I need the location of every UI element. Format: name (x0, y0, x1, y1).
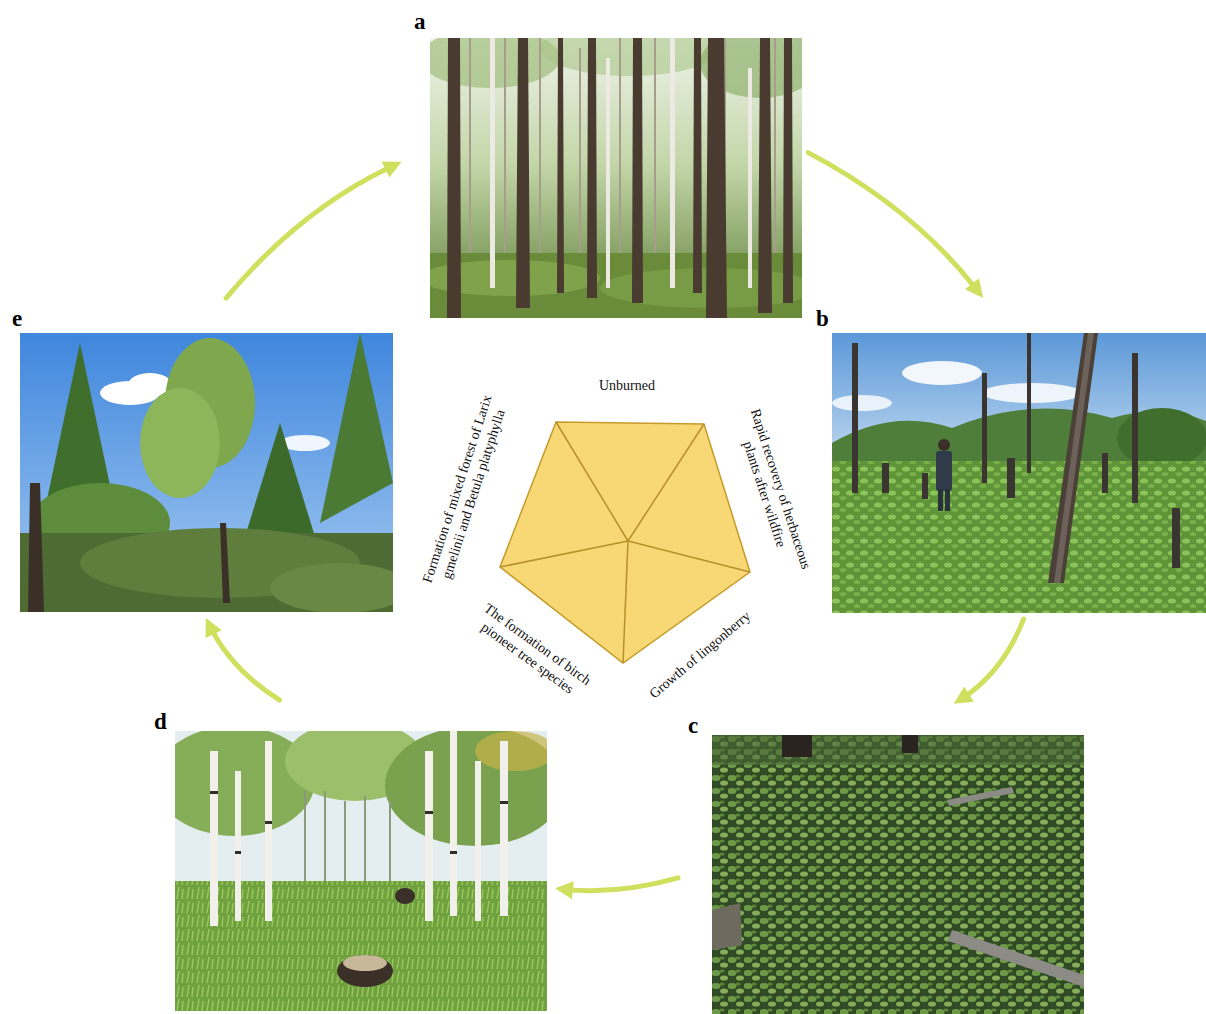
cycle-arrow (555, 878, 678, 899)
panel-letter: b (816, 307, 829, 330)
stage-label: Growth of lingonberry (646, 608, 754, 702)
photo-panel: e (8, 303, 393, 612)
cycle-arrow (954, 619, 1024, 704)
photo-panel: b (812, 303, 1206, 613)
arrow-head (954, 687, 974, 704)
cycle-arrow (808, 153, 983, 298)
stage-label: Unburned (599, 378, 655, 395)
stage-label: Formation of mixed forest of Larix gmeli… (415, 378, 517, 605)
burned-area-photo (832, 333, 1206, 613)
panel-letter: c (688, 714, 698, 737)
cycle-arrow (206, 618, 280, 700)
photo-panel: c (686, 710, 1084, 1014)
cycle-arrow (226, 161, 402, 298)
arrow-line (209, 624, 280, 700)
arrow-line (808, 153, 974, 287)
arrow-line (562, 878, 678, 891)
panel-letter: d (154, 710, 167, 733)
birch-stand-photo (175, 731, 547, 1011)
arrow-line (226, 168, 389, 298)
panel-letter: a (414, 10, 426, 33)
arrow-head (206, 618, 222, 638)
stage-label: Rapid recovery of herbaceous plants afte… (725, 392, 819, 593)
stage-label: The formation of birch pioneer tree spec… (453, 588, 610, 715)
mixed-forest-photo (20, 333, 393, 612)
arrow-head (965, 278, 983, 298)
panel-letter: e (12, 307, 22, 330)
lingonberry-photo (712, 735, 1084, 1014)
arrow-head (555, 881, 574, 899)
photo-panel: a (408, 8, 802, 318)
photo-panel: d (150, 706, 547, 1011)
arrow-head (382, 161, 402, 177)
arrow-line (960, 619, 1024, 700)
forest-photo (430, 38, 802, 318)
